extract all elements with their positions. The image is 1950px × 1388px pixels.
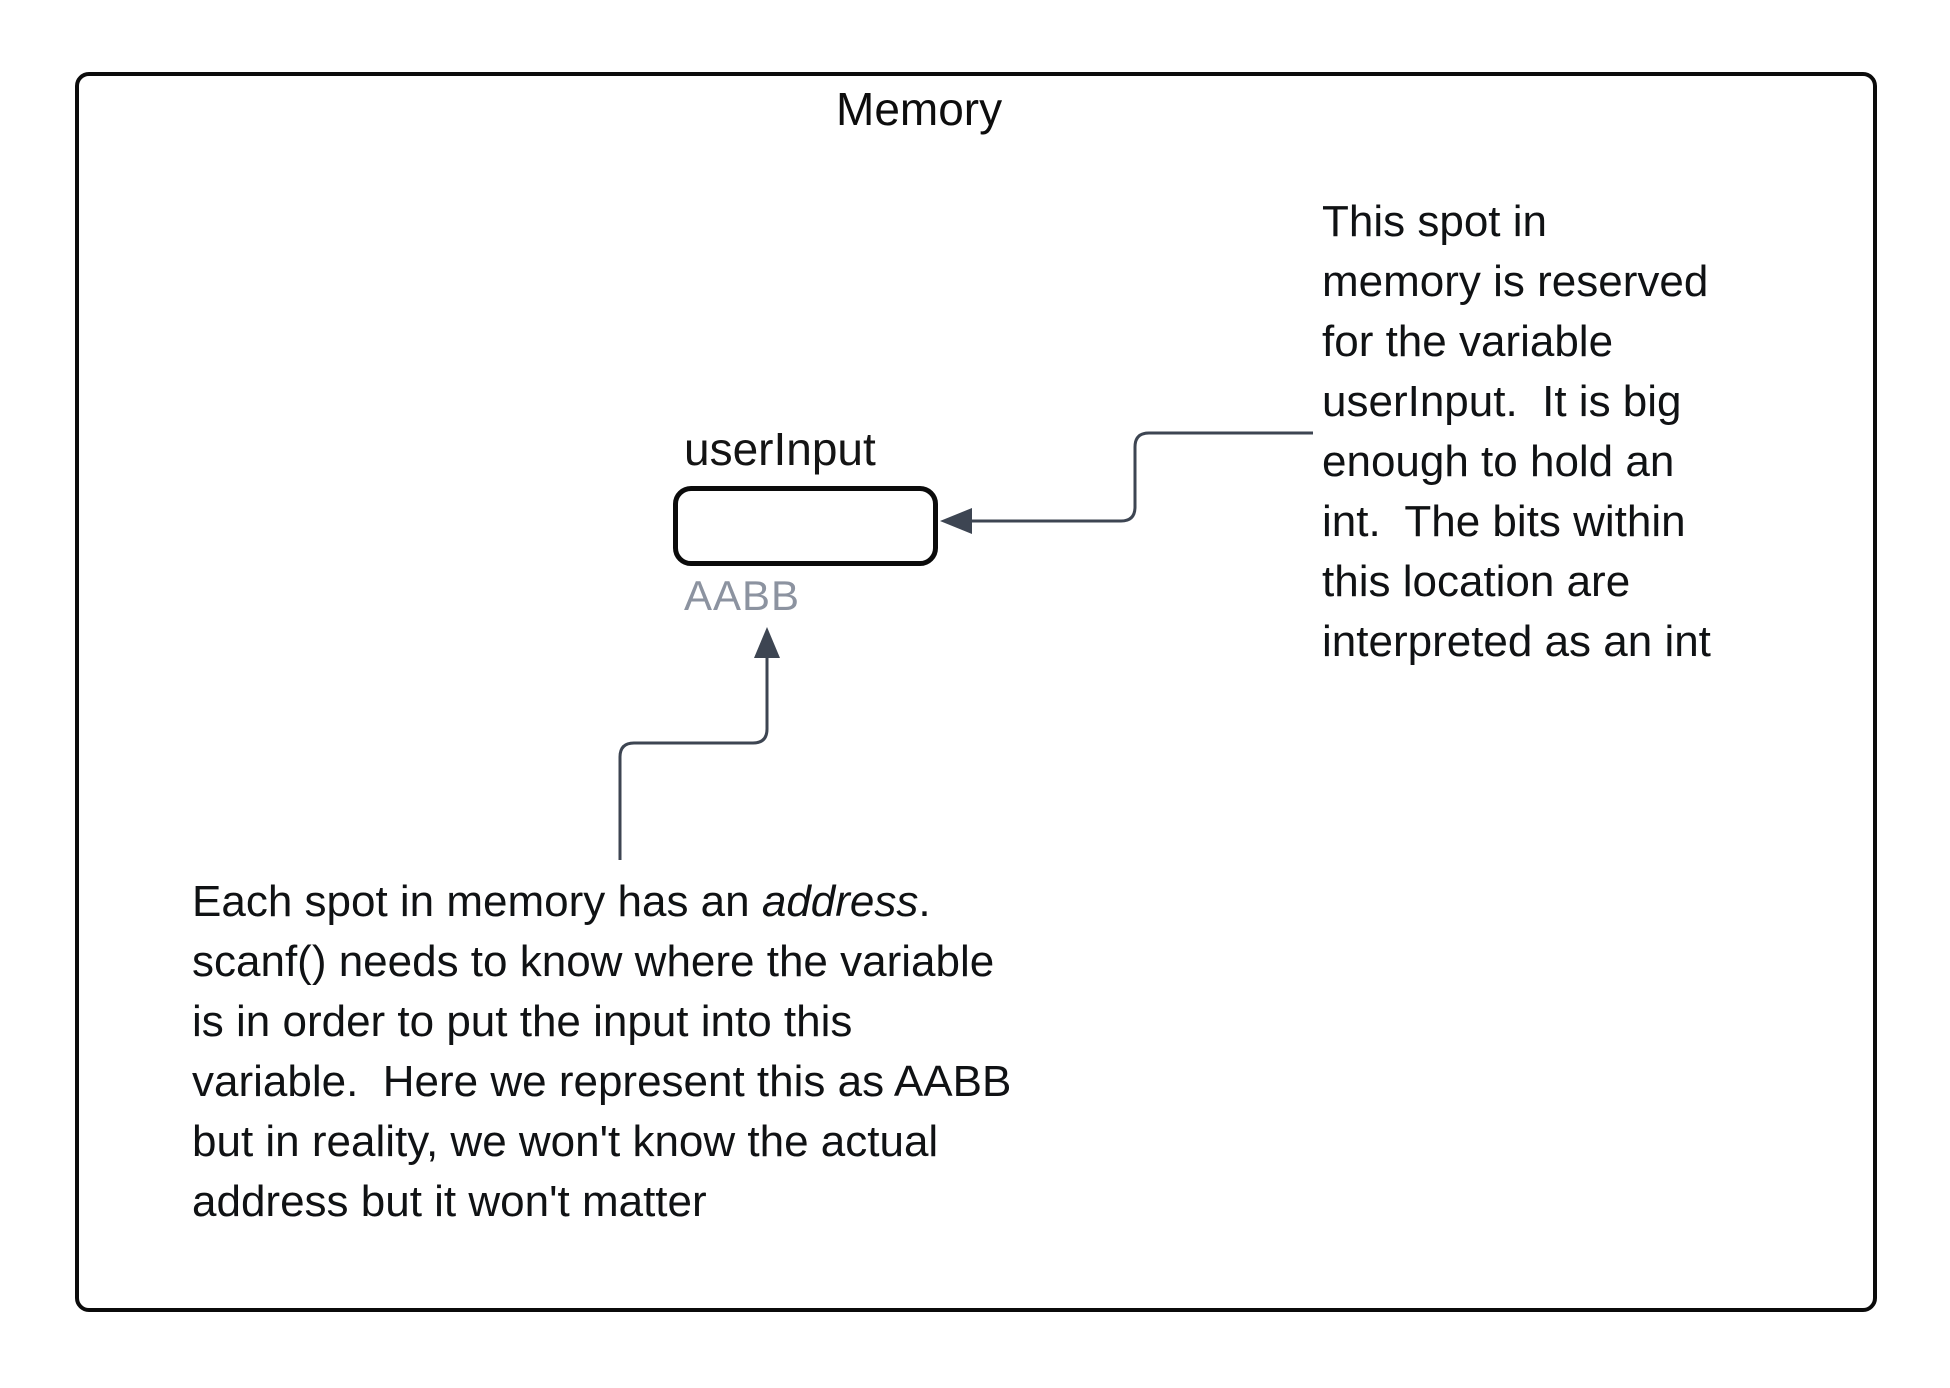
annotation-line: but in reality, we won't know the actual: [192, 1117, 939, 1166]
annotation-text: Each spot in memory has an: [192, 877, 762, 926]
annotation-line: is in order to put the input into this: [192, 997, 853, 1046]
annotation-line: address but it won't matter: [192, 1177, 707, 1226]
variable-name-label: userInput: [684, 423, 876, 475]
annotation-line: memory is reserved: [1322, 257, 1709, 306]
annotation-address: Each spot in memory has an address. scan…: [192, 872, 1011, 1232]
annotation-line: this location are: [1322, 557, 1631, 606]
memory-cell-box: [673, 486, 938, 566]
annotation-text: .: [918, 877, 931, 926]
annotation-line: This spot in: [1322, 197, 1547, 246]
annotation-line: int. The bits within: [1322, 497, 1686, 546]
annotation-line: interpreted as an int: [1322, 617, 1711, 666]
diagram-title: Memory: [836, 83, 1003, 135]
annotation-line: scanf() needs to know where the variable: [192, 937, 995, 986]
annotation-reserved-memory: This spot in memory is reserved for the …: [1322, 192, 1711, 672]
annotation-line: Each spot in memory has an address.: [192, 872, 1011, 932]
memory-frame: [75, 72, 1877, 1312]
annotation-line: variable. Here we represent this as AABB: [192, 1057, 1012, 1106]
annotation-italic-word: address: [761, 877, 919, 926]
annotation-line: for the variable: [1322, 317, 1614, 366]
annotation-line: enough to hold an: [1322, 437, 1675, 486]
memory-address-label: AABB: [684, 572, 801, 619]
annotation-line: userInput. It is big: [1322, 377, 1682, 426]
